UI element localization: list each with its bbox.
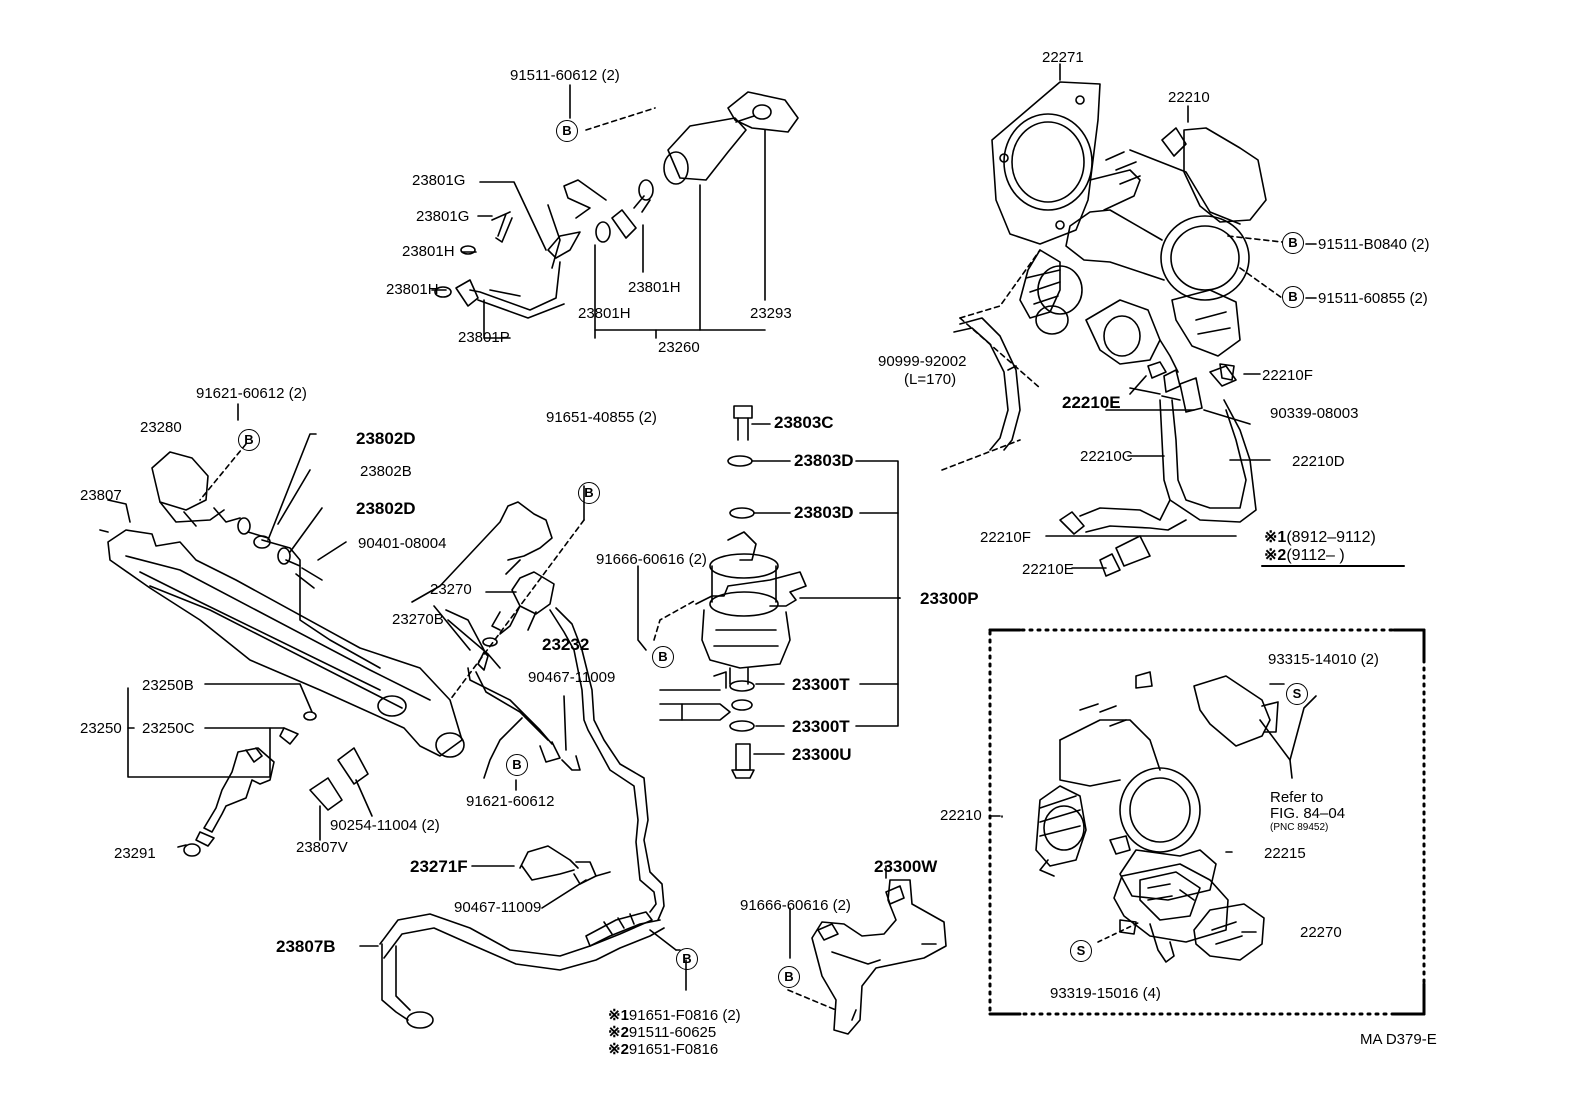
variant-mark: ※2 xyxy=(608,1041,629,1058)
part-label: 91621-60612 xyxy=(466,793,555,810)
part-label: 23232 xyxy=(542,635,590,654)
part-label-variant-1: ※191651-F0816 (2) xyxy=(608,1008,741,1023)
part-label: 23801H xyxy=(386,281,439,298)
cold-start-injector-group xyxy=(431,84,799,339)
part-label: 91511-60855 (2) xyxy=(1318,290,1428,307)
part-label: 23801H xyxy=(578,305,631,322)
part-label: 23291 xyxy=(114,845,156,862)
part-label: (L=170) xyxy=(904,371,957,388)
part-label: 23801H xyxy=(628,279,681,296)
part-label: 23803C xyxy=(774,413,834,432)
bolt-mark-b: B xyxy=(506,754,528,776)
bracket-23300w xyxy=(787,865,947,1035)
part-label: 23270 xyxy=(430,581,472,598)
part-label-variant-2: ※291511-60625 xyxy=(608,1025,716,1040)
bolt-mark-b: B xyxy=(652,646,674,668)
bolt-mark-b: B xyxy=(676,948,698,970)
part-label: 93319-15016 (4) xyxy=(1050,985,1161,1002)
part-label: 23807V xyxy=(296,839,348,856)
part-label: 23802D xyxy=(356,499,416,518)
part-label: 22215 xyxy=(1264,845,1306,862)
pressure-regulator-group xyxy=(637,405,901,779)
part-label: 91651-40855 (2) xyxy=(546,409,657,426)
legend-line-1: ※1(8912–9112) xyxy=(1264,530,1376,546)
part-label: 91666-60616 (2) xyxy=(596,551,707,568)
legend-range: (8912–9112) xyxy=(1286,529,1376,546)
part-label: 23802D xyxy=(356,429,416,448)
part-label: 23300W xyxy=(874,857,938,876)
variant-mark: ※1 xyxy=(608,1007,629,1024)
bolt-mark-b: B xyxy=(238,429,260,451)
part-label: 22210 xyxy=(1168,89,1210,106)
part-label: 23260 xyxy=(658,339,700,356)
part-label: 23300T xyxy=(792,675,850,694)
part-label: 23250C xyxy=(142,720,195,737)
part-label: 23270B xyxy=(392,611,444,628)
throttle-body-kit-group xyxy=(988,628,1426,1016)
bolt-mark-s: S xyxy=(1070,940,1092,962)
part-label: 90467-11009 xyxy=(454,899,542,916)
part-label: 23801H xyxy=(402,243,455,260)
part-label: 23300P xyxy=(920,589,979,608)
part-label: 22210F xyxy=(980,529,1031,546)
part-label: 23300U xyxy=(792,745,852,764)
legend-line-2: ※2(9112– ) xyxy=(1264,548,1345,564)
part-label: 23807B xyxy=(276,937,336,956)
part-label: 23801P xyxy=(458,329,510,346)
part-label: 22210 xyxy=(940,807,982,824)
bolt-mark-b: B xyxy=(1282,232,1304,254)
part-label: 22271 xyxy=(1042,49,1084,66)
part-label: 23803D xyxy=(794,451,854,470)
variant-mark: ※2 xyxy=(608,1024,629,1041)
part-label: 91651-F0816 xyxy=(628,1041,719,1058)
part-label-variant-2: ※291651-F0816 xyxy=(608,1042,718,1057)
variant-mark: ※1 xyxy=(1264,529,1287,546)
legend-range: (9112– ) xyxy=(1286,547,1345,564)
part-label: 22210C xyxy=(1080,448,1133,465)
part-label: 22210D xyxy=(1292,453,1345,470)
part-label: 90401-08004 xyxy=(358,535,447,552)
fuel-rail-group xyxy=(99,289,687,1029)
part-label: 90254-11004 (2) xyxy=(330,817,440,834)
part-label: 23807 xyxy=(80,487,122,504)
bolt-mark-s: S xyxy=(1286,683,1308,705)
refer-note-line3: (PNC 89452) xyxy=(1270,822,1329,833)
part-label: 23280 xyxy=(140,419,182,436)
part-label: 23801G xyxy=(412,172,466,189)
refer-note-line1: Refer to xyxy=(1270,789,1324,806)
part-label: 22270 xyxy=(1300,924,1342,941)
throttle-body-top-group xyxy=(941,63,1405,577)
part-label: 91511-B0840 (2) xyxy=(1318,236,1430,253)
part-label: 91511-60625 xyxy=(628,1024,717,1041)
part-label: 23250B xyxy=(142,677,194,694)
part-label: 91651-F0816 (2) xyxy=(628,1007,741,1024)
part-label: 90467-11009 xyxy=(528,669,616,686)
part-label: 23801G xyxy=(416,208,470,225)
bolt-mark-b: B xyxy=(556,120,578,142)
part-label: 90999-92002 xyxy=(878,353,967,370)
part-label: 91666-60616 (2) xyxy=(740,897,851,914)
bolt-mark-b: B xyxy=(778,966,800,988)
part-label: 90339-08003 xyxy=(1270,405,1359,422)
bolt-mark-b: B xyxy=(1282,286,1304,308)
part-label: 23803D xyxy=(794,503,854,522)
part-label: 23300T xyxy=(792,717,850,736)
diagram-code: MA D379-E xyxy=(1360,1031,1437,1048)
part-label: 23271F xyxy=(410,857,468,876)
part-label: 22210F xyxy=(1262,367,1313,384)
variant-mark: ※2 xyxy=(1264,547,1287,564)
part-label: 91621-60612 (2) xyxy=(196,385,307,402)
refer-note-line2: FIG. 84–04 xyxy=(1270,805,1346,822)
part-label: 93315-14010 (2) xyxy=(1268,651,1379,668)
part-label: 23293 xyxy=(750,305,792,322)
part-label: 91511-60612 (2) xyxy=(510,67,620,84)
part-label: 22210E xyxy=(1062,393,1121,412)
bolt-mark-b: B xyxy=(578,482,600,504)
part-label: 23802B xyxy=(360,463,412,480)
part-label: 22210E xyxy=(1022,561,1074,578)
part-label: 23250 xyxy=(80,720,122,737)
